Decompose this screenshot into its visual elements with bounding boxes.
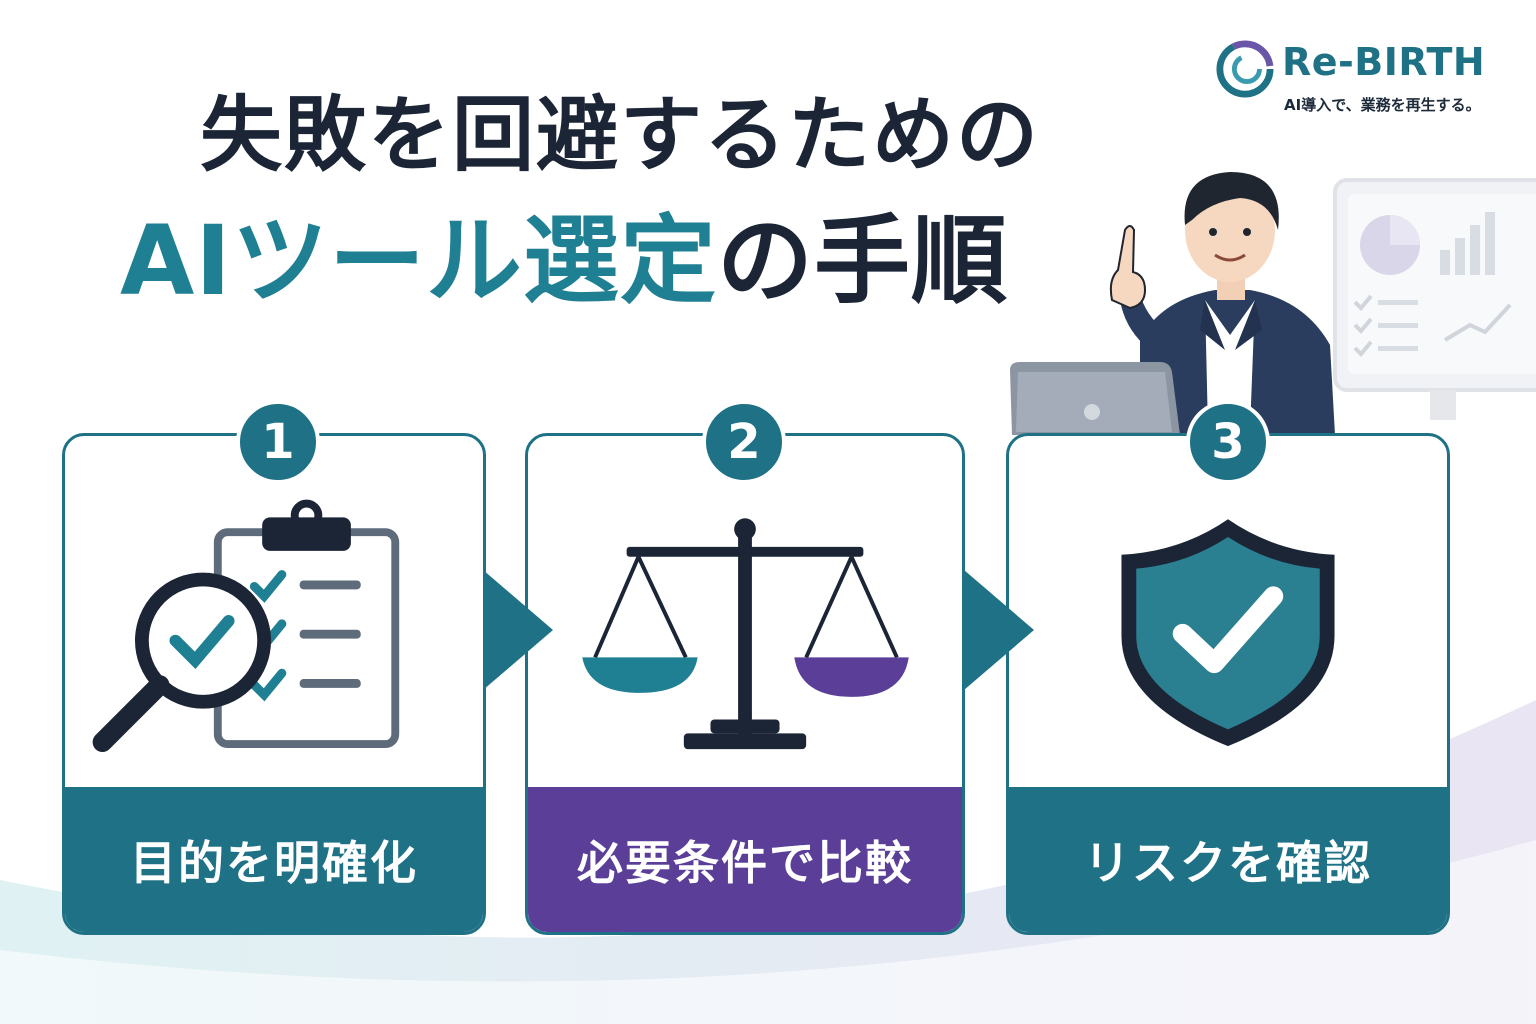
presenter-illustration xyxy=(1010,172,1536,435)
clipboard-magnifier-icon xyxy=(92,499,400,753)
step-badge-2: 2 xyxy=(702,400,786,484)
step-badge-3: 3 xyxy=(1186,400,1270,484)
title-rest: の手順 xyxy=(717,205,1009,317)
step-card-3: リスクを確認 xyxy=(1006,433,1450,935)
page-title-line1: 失敗を回避するための xyxy=(200,88,1041,183)
brand-tagline: AI導入で、業務を再生する。 xyxy=(1284,96,1481,114)
step-label-1: 目的を明確化 xyxy=(65,787,483,932)
brand-name: Re-BIRTH xyxy=(1282,40,1486,84)
step-label-3: リスクを確認 xyxy=(1009,787,1447,932)
page-title-line2: AIツール選定の手順 xyxy=(120,213,1120,309)
step-card-1: 目的を明確化 xyxy=(62,433,486,935)
step-badge-1: 1 xyxy=(236,400,320,484)
title-accent: AIツール選定 xyxy=(120,205,718,317)
step-label-2: 必要条件で比較 xyxy=(528,787,962,932)
brand-logo: Re-BIRTH AI導入で、業務を再生する。 xyxy=(1216,38,1516,118)
step-card-2: 必要条件で比較 xyxy=(525,433,965,935)
balance-scale-icon xyxy=(582,518,909,750)
shield-check-icon xyxy=(1121,519,1335,747)
logo-swirl-icon xyxy=(1216,40,1274,98)
arrow-right-icon xyxy=(483,570,553,690)
dashboard-monitor-icon xyxy=(1333,178,1536,420)
arrow-right-icon xyxy=(964,570,1034,690)
